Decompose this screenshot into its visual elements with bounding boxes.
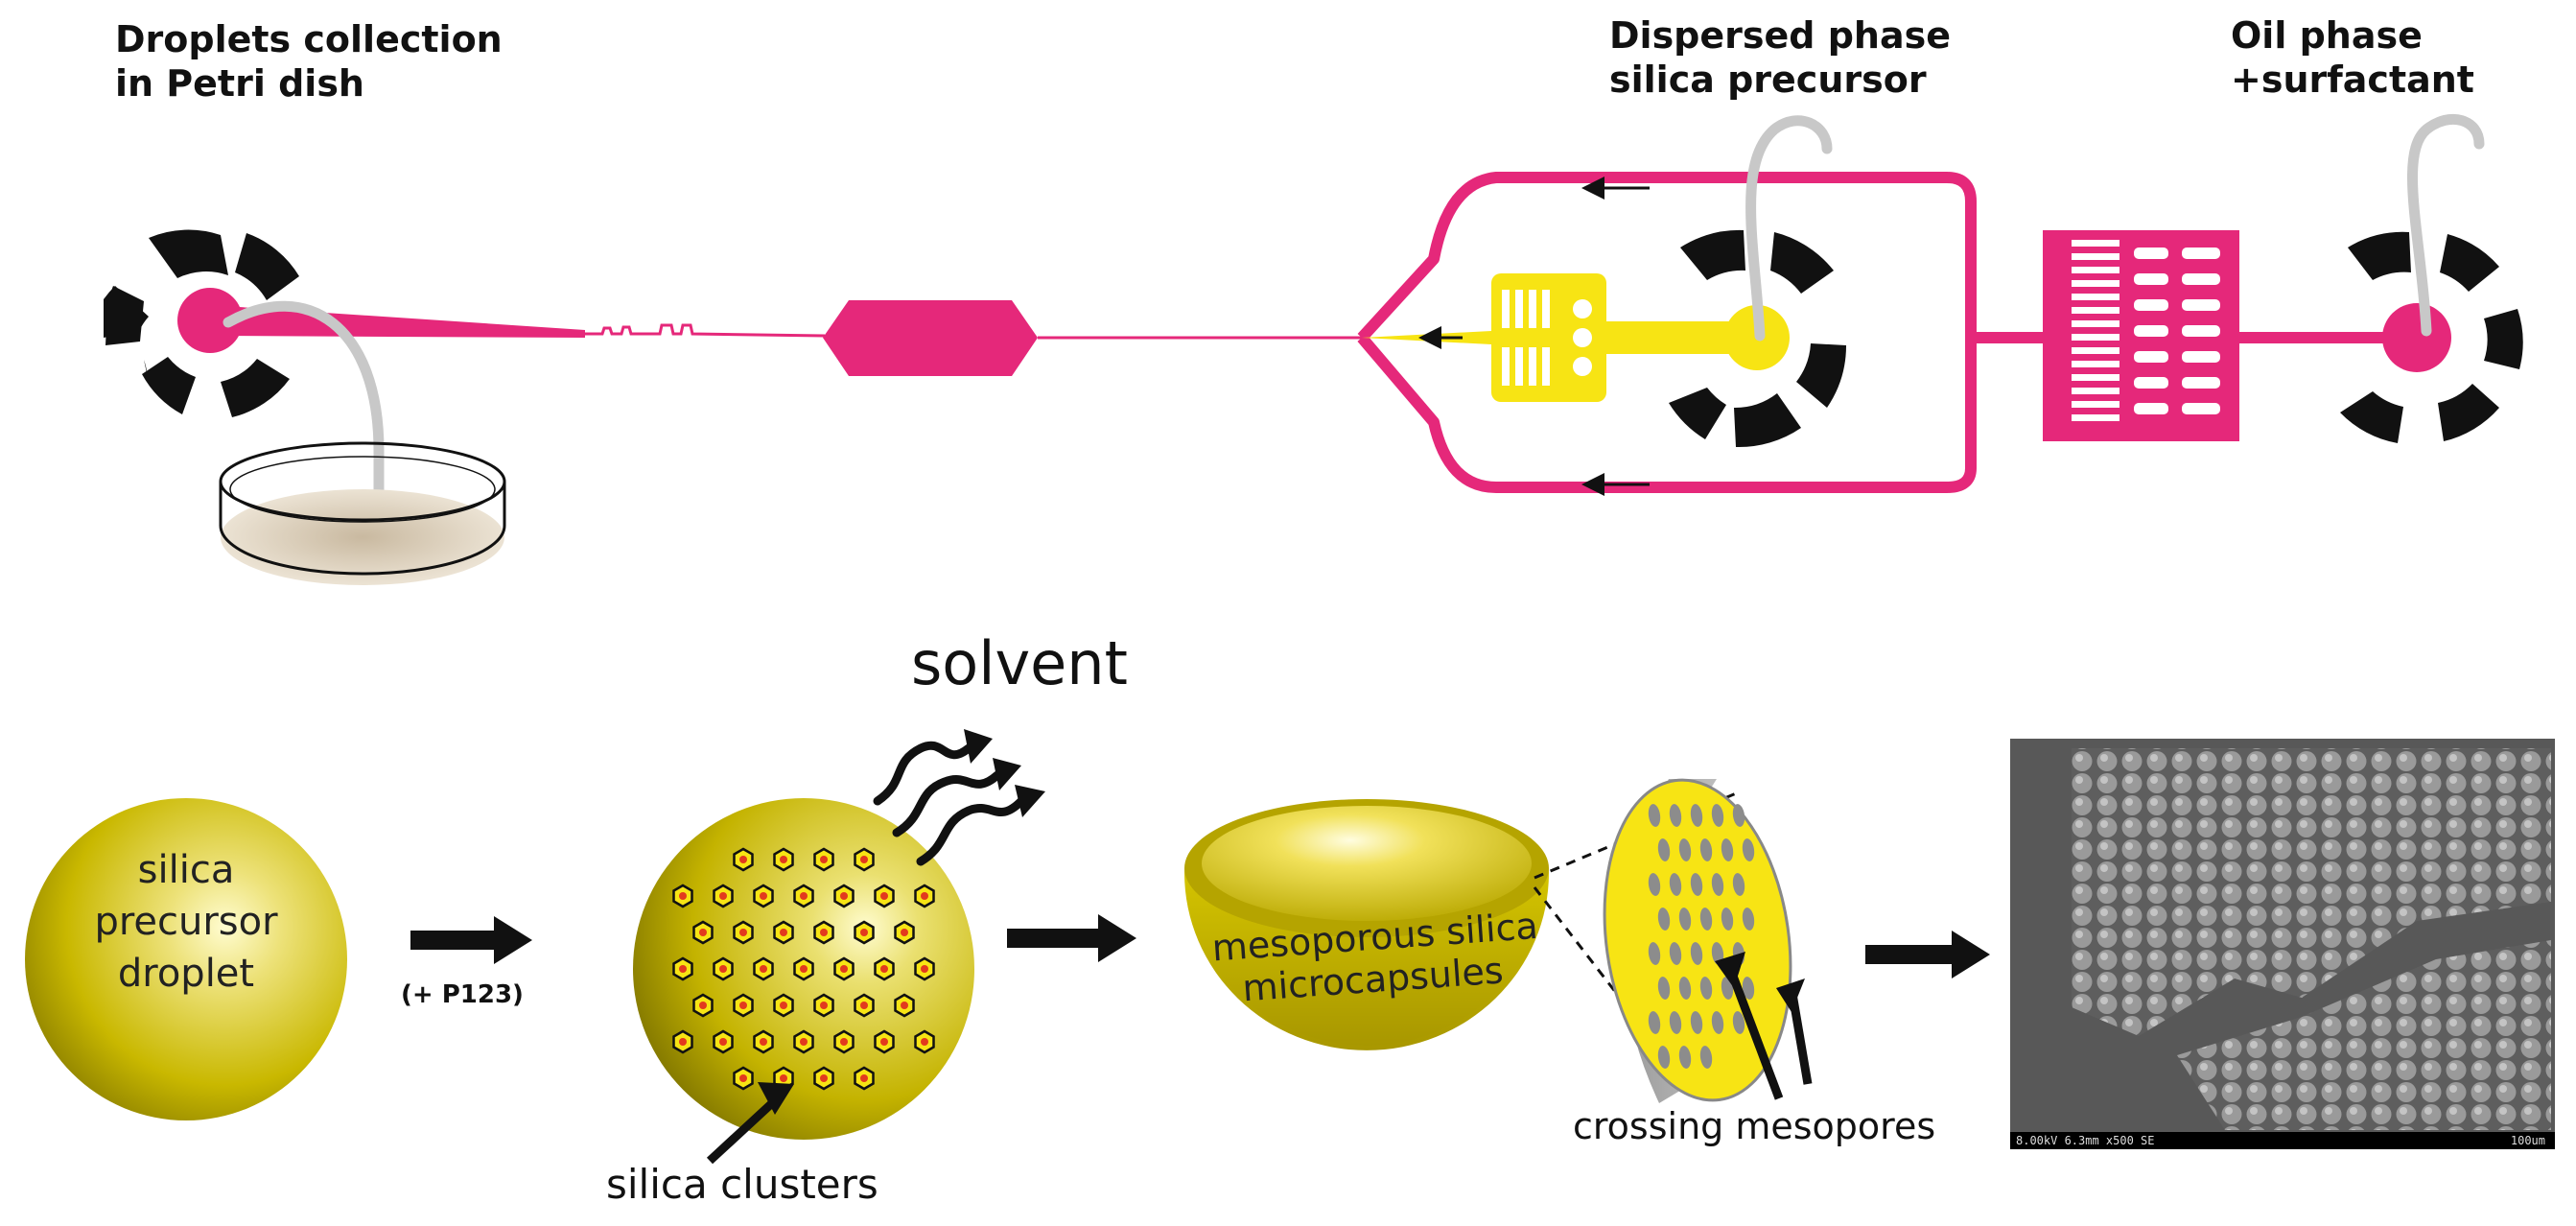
dispersed-port-ring: [1669, 229, 1847, 448]
channel-notches: [585, 323, 826, 338]
process-arrow-1: [410, 916, 532, 964]
dispersed-phase-label: Dispersed phase silica precursor: [1609, 14, 1952, 101]
sem-info: 8.00kV 6.3mm x500 SE: [2016, 1134, 2155, 1147]
silica-cluster-group: [672, 847, 935, 1091]
silica-clusters-label: silica clusters: [606, 1161, 878, 1208]
dispersed-tube: [1745, 115, 1833, 342]
droplets-collection-label: Droplets collection in Petri dish: [115, 18, 503, 105]
sem-micrograph: [2010, 739, 2555, 1149]
cluster-pointer-arrow: [706, 1099, 776, 1165]
solvent-label: solvent: [911, 628, 1128, 698]
collection-tube: [222, 300, 385, 495]
silica-precursor-droplet: [25, 798, 347, 1120]
sem-info-bar: 8.00kV 6.3mm x500 SE 100um: [2010, 1132, 2555, 1149]
collection-ring-fix: [105, 286, 144, 345]
oil-port: [2382, 303, 2451, 372]
p123-label: (+ P123): [401, 980, 524, 1009]
process-arrow-3: [1865, 931, 1990, 978]
oil-port-ring: [2340, 231, 2523, 443]
oil-loop-channel: [1357, 172, 1977, 493]
mesopore-slab: [1603, 778, 1813, 1103]
petri-dish: [219, 441, 506, 585]
droplet-label: silica precursor droplet: [94, 848, 278, 996]
solvent-arrows: [873, 741, 1026, 866]
sem-scale: 100um: [2510, 1134, 2545, 1147]
hexagon-chamber: [823, 300, 1038, 376]
oil-tube: [2406, 113, 2485, 337]
crossing-mesopores-label: crossing mesopores: [1573, 1105, 1936, 1147]
process-arrow-2: [1007, 914, 1136, 962]
microfluidic-chip: [104, 172, 2523, 496]
oil-phase-label: Oil phase +surfactant: [2231, 14, 2474, 101]
mesoporous-microcapsule: [1184, 799, 1549, 1050]
